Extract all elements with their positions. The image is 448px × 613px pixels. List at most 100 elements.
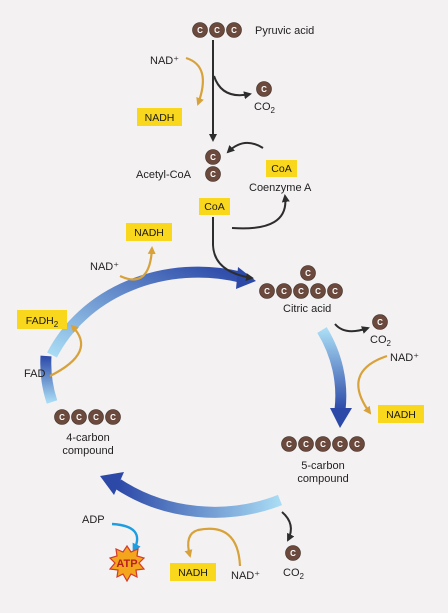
carbon-atom (300, 265, 316, 281)
adp-label: ADP (82, 514, 105, 526)
carbon-letter: C (261, 85, 267, 94)
co2-label-right: CO2 (370, 334, 392, 348)
co2-arrow-bottom (281, 511, 295, 542)
carbon-letter: C (76, 413, 82, 422)
carbon-atom (332, 436, 348, 452)
four-carbon-label-line1: 4-carbon (66, 432, 109, 444)
carbon-letter: C (281, 287, 287, 296)
cycle-arrowhead-top (236, 267, 256, 289)
carbon-atom (281, 436, 297, 452)
nadh-label-bottom: NADH (178, 567, 208, 579)
fadh2-box (17, 310, 67, 329)
carbon-letter: C (264, 287, 270, 296)
nad-arrow-bottom (184, 527, 242, 567)
five-carbon-label-line2: compound (297, 473, 348, 485)
carbon-atom (259, 283, 275, 299)
nadh-label-top: NADH (145, 112, 175, 124)
carbon-atom (205, 149, 221, 165)
coa-box (266, 160, 297, 177)
nad-plus-label-upper-left: NAD⁺ (90, 261, 119, 273)
carbon-letter: C (332, 287, 338, 296)
carbon-atom (327, 283, 343, 299)
carbon-letter: C (377, 318, 383, 327)
nad-arrow-top (185, 56, 204, 106)
pyruvic-acid-label: Pyruvic acid (255, 25, 314, 37)
carbon-atom (205, 166, 221, 182)
acetyl-coa-label: Acetyl-CoA (136, 169, 192, 181)
carbon-atom (71, 409, 87, 425)
carbon-letter: C (93, 413, 99, 422)
co2-label-bottom: CO2 (283, 567, 305, 581)
carbon-letter: C (303, 440, 309, 449)
cycle-arrow-bottom (114, 479, 283, 518)
co2-carbon-atom-bottom (285, 545, 301, 561)
co2-carbon-atom-top (256, 81, 272, 97)
carbon-letter: C (210, 170, 216, 179)
cycle-arrow-right (317, 327, 347, 411)
atp-label: ATP (116, 558, 137, 570)
carbon-letter: C (59, 413, 65, 422)
co2-arrow-right-upper (334, 323, 370, 334)
cycle-arrow-top (47, 266, 242, 358)
main-pathway (209, 40, 254, 282)
co2-label-top: CO2 (254, 101, 276, 115)
carbon-atom (293, 283, 309, 299)
adp-arrow (111, 522, 141, 553)
carbon-atom (298, 436, 314, 452)
cycle-arrowhead-right (330, 408, 352, 428)
carbon-letter: C (214, 26, 220, 35)
coenzyme-a-label: Coenzyme A (249, 182, 312, 194)
acetyl-coa-coa-box (199, 198, 230, 215)
five-carbon-molecule: C C C C C (281, 436, 365, 452)
carbon-atom (315, 436, 331, 452)
cycle-arrowhead-bottom (100, 472, 124, 495)
coenzyme-a-loop-out (226, 141, 264, 154)
citric-acid-label: Citric acid (283, 303, 331, 315)
co2-arrow-top (213, 75, 252, 100)
pyruvic-acid-molecule: C C C (192, 22, 242, 38)
carbon-letter: C (305, 269, 311, 278)
nad-arrow-right (357, 354, 388, 415)
fad-arrow (49, 324, 83, 377)
carbon-atom (349, 436, 365, 452)
pathway-into-citric (212, 244, 254, 282)
carbon-letter: C (320, 440, 326, 449)
carbon-atom (226, 22, 242, 38)
nad-plus-label-right: NAD⁺ (390, 352, 419, 364)
cycle-ring (40, 266, 352, 518)
nadh-box-upper-left (126, 223, 172, 241)
cycle-arrow-left (40, 355, 58, 404)
nadh-label-right: NADH (386, 409, 416, 421)
carbon-letter: C (197, 26, 203, 35)
nad-plus-label-bottom: NAD⁺ (231, 570, 260, 582)
acetyl-coa-molecule: C C CoA (199, 149, 230, 215)
carbon-letter: C (298, 287, 304, 296)
nadh-label-upper-left: NADH (134, 227, 164, 239)
four-carbon-molecule: C C C C (54, 409, 121, 425)
carbon-letter: C (210, 153, 216, 162)
coenzyme-a-loop-in (231, 194, 290, 230)
citric-acid-molecule: C C C C C C (259, 265, 343, 299)
five-carbon-label-line1: 5-carbon (301, 460, 344, 472)
coa-label: CoA (271, 163, 291, 175)
four-carbon-label-line2: compound (62, 445, 113, 457)
carbon-letter: C (315, 287, 321, 296)
nadh-box-bottom (170, 563, 216, 581)
carbon-atom (54, 409, 70, 425)
carbon-letter: C (110, 413, 116, 422)
carbon-letter: C (337, 440, 343, 449)
nadh-box-top (137, 108, 182, 126)
carbon-atom (209, 22, 225, 38)
carbon-atom (310, 283, 326, 299)
nad-arrow-upper-left (119, 246, 156, 281)
fad-label: FAD (24, 368, 45, 380)
carbon-atom (276, 283, 292, 299)
acetyl-coa-coa-label: CoA (204, 201, 224, 213)
atp-star-icon (108, 544, 146, 583)
carbon-letter: C (354, 440, 360, 449)
carbon-atom (88, 409, 104, 425)
carbon-atom (192, 22, 208, 38)
carbon-atom (105, 409, 121, 425)
